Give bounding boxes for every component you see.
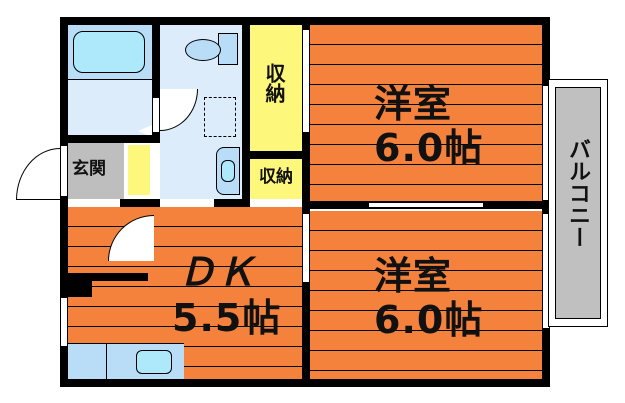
balcony-label: バルコニー bbox=[565, 138, 590, 248]
western-room-bottom: 洋室 6.0帖 bbox=[310, 211, 542, 379]
basin-bowl-icon bbox=[221, 160, 235, 182]
shoe-cabinet bbox=[128, 145, 150, 195]
western-room-top-size: 6.0帖 bbox=[374, 126, 484, 170]
wall-storage-right bbox=[302, 17, 310, 387]
toilet-icon bbox=[185, 39, 221, 61]
storage-large: 収納 bbox=[250, 25, 302, 151]
western-room-top-name: 洋室 bbox=[374, 82, 453, 126]
sliding-door-rooms[interactable] bbox=[368, 202, 484, 208]
bathroom bbox=[68, 25, 152, 137]
bath-door[interactable] bbox=[152, 97, 160, 133]
wall-left bbox=[60, 17, 68, 387]
storage-small-label: 収納 bbox=[259, 167, 293, 187]
counter-divider bbox=[106, 344, 107, 380]
floorplan: 収納 収納 玄関 洋室 6.0帖 洋室 6.0帖 ＤＫ 5.5帖 bbox=[60, 17, 550, 387]
window-dk-left[interactable] bbox=[60, 297, 68, 347]
door-swing-icon bbox=[108, 215, 154, 261]
balcony: バルコニー bbox=[555, 87, 601, 319]
wall-storage-left bbox=[242, 17, 250, 207]
dk-size: 5.5帖 bbox=[172, 296, 282, 340]
kitchen-sink-icon bbox=[136, 350, 172, 374]
entrance-door-swing-icon bbox=[16, 148, 60, 200]
wall-bath-bottom bbox=[60, 135, 160, 143]
bathtub-icon bbox=[73, 31, 145, 73]
western-room-top: 洋室 6.0帖 bbox=[310, 25, 542, 201]
wall-bath-right bbox=[152, 17, 160, 143]
window-storage[interactable] bbox=[302, 29, 310, 133]
wall-storage-mid bbox=[250, 151, 302, 159]
dining-kitchen: ＤＫ 5.5帖 bbox=[68, 207, 302, 380]
balcony-outline: バルコニー bbox=[548, 79, 608, 327]
wall-dk-block bbox=[68, 273, 92, 297]
toilet-washroom bbox=[160, 25, 242, 199]
door-threshold-icon bbox=[138, 125, 152, 137]
washbasin-icon bbox=[216, 147, 240, 195]
sliding-door-dk-room[interactable] bbox=[302, 213, 310, 283]
dk-name: ＤＫ bbox=[178, 250, 257, 294]
entrance-label: 玄関 bbox=[72, 159, 106, 179]
toilet-tank-icon bbox=[218, 33, 238, 65]
wall-entrance-bottom bbox=[120, 199, 160, 207]
wall-dk-stub bbox=[68, 273, 148, 281]
storage-small: 収納 bbox=[250, 159, 302, 199]
storage-large-label: 収納 bbox=[262, 63, 286, 103]
kitchen-counter bbox=[68, 343, 184, 380]
entrance: 玄関 bbox=[68, 143, 124, 199]
western-room-bottom-name: 洋室 bbox=[374, 254, 453, 298]
storage-small-door bbox=[250, 199, 300, 205]
wall-right bbox=[542, 17, 550, 387]
wall-toilet-bottom bbox=[214, 199, 250, 207]
door-swing-icon bbox=[160, 89, 198, 131]
washer-pan-icon bbox=[204, 97, 236, 137]
western-room-bottom-size: 6.0帖 bbox=[374, 298, 484, 342]
entrance-door[interactable] bbox=[60, 145, 68, 197]
